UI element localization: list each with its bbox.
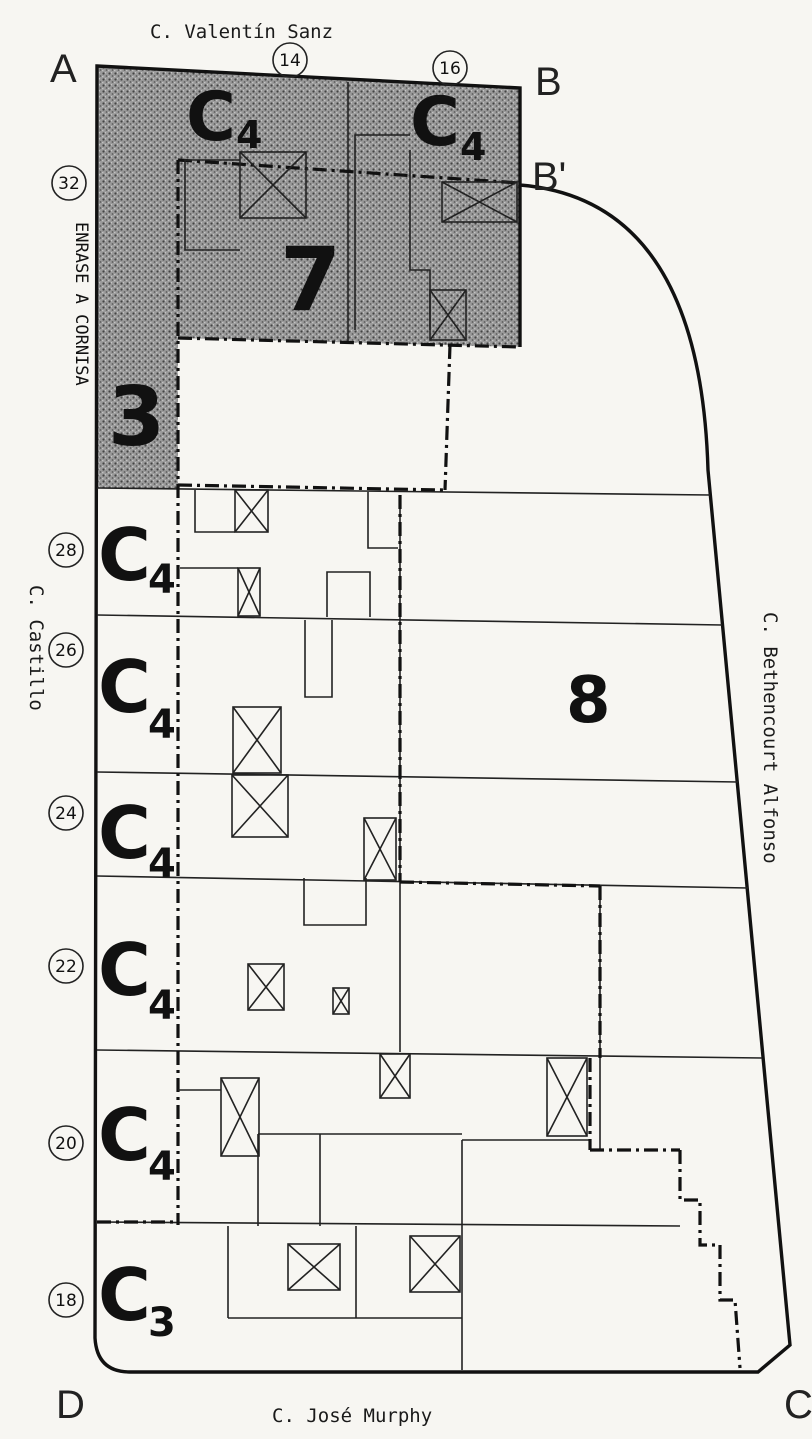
svg-text:3: 3 [148, 1300, 176, 1346]
svg-text:24: 24 [55, 804, 77, 824]
area-number-7: 7 [280, 228, 341, 331]
svg-text:16: 16 [439, 59, 461, 79]
house-number-28: 28 [48, 532, 84, 568]
svg-text:C: C [98, 791, 151, 875]
svg-text:32: 32 [58, 174, 80, 194]
svg-text:4: 4 [236, 113, 262, 157]
house-number-14: 14 [272, 42, 308, 78]
area-number-3: 3 [108, 370, 165, 465]
svg-text:14: 14 [279, 51, 301, 71]
house-number-24: 24 [48, 795, 84, 831]
corner-b-label: B [535, 60, 562, 104]
zone-code-18: C 3 [98, 1253, 176, 1346]
zone-code-top-right: C 4 [410, 83, 486, 169]
svg-text:22: 22 [55, 957, 77, 977]
corner-b-prime-label: B' [532, 155, 566, 199]
svg-text:20: 20 [55, 1134, 77, 1154]
svg-text:26: 26 [55, 641, 77, 661]
svg-text:C: C [410, 83, 460, 162]
svg-text:C: C [98, 1253, 151, 1337]
house-number-18: 18 [48, 1282, 84, 1318]
block-outline [93, 64, 792, 1374]
street-left-label: C. Castillo [25, 585, 47, 711]
shaded-zone-7 [97, 66, 520, 488]
svg-text:C: C [98, 645, 151, 729]
house-number-16: 16 [432, 50, 468, 86]
svg-text:C: C [186, 78, 236, 157]
zone-code-28: C 4 [98, 513, 176, 603]
zone-code-top-left: C 4 [186, 78, 262, 157]
svg-text:4: 4 [148, 841, 176, 887]
corner-c-label: C [784, 1383, 812, 1427]
street-bottom-label: C. José Murphy [272, 1405, 432, 1427]
street-top-label: C. Valentín Sanz [150, 21, 333, 43]
house-number-22: 22 [48, 948, 84, 984]
svg-text:4: 4 [148, 1144, 176, 1190]
house-numbers: 14 16 32 28 26 24 22 20 18 [48, 42, 468, 1318]
corner-d-label: D [56, 1383, 85, 1427]
courtyards [178, 134, 588, 1293]
svg-text:4: 4 [148, 557, 176, 603]
svg-text:C: C [98, 928, 151, 1012]
side-note-label: ENRASE A CORNISA [71, 222, 91, 386]
area-number-8: 8 [566, 664, 611, 738]
svg-text:C: C [98, 513, 151, 597]
shaded-zone-3 [97, 338, 178, 488]
house-number-26: 26 [48, 632, 84, 668]
zone-code-24: C 4 [98, 791, 176, 887]
svg-text:C: C [98, 1093, 151, 1177]
svg-text:4: 4 [148, 983, 176, 1029]
house-number-20: 20 [48, 1125, 84, 1161]
svg-text:4: 4 [148, 702, 176, 748]
zone-code-22: C 4 [98, 928, 176, 1029]
zone-code-26: C 4 [98, 645, 176, 748]
svg-text:18: 18 [55, 1291, 77, 1311]
svg-text:4: 4 [460, 125, 486, 169]
zone-codes: C 4 C 4 C 4 C 4 C 4 C 4 C 4 C 3 [98, 78, 486, 1346]
shaded-zones [97, 66, 520, 488]
house-number-32: 32 [51, 165, 87, 201]
zone-code-20: C 4 [98, 1093, 176, 1190]
svg-text:28: 28 [55, 541, 77, 561]
street-right-label: C. Bethencourt Alfonso [759, 612, 781, 864]
alignment-lines [97, 158, 742, 1369]
corner-a-label: A [50, 47, 77, 91]
